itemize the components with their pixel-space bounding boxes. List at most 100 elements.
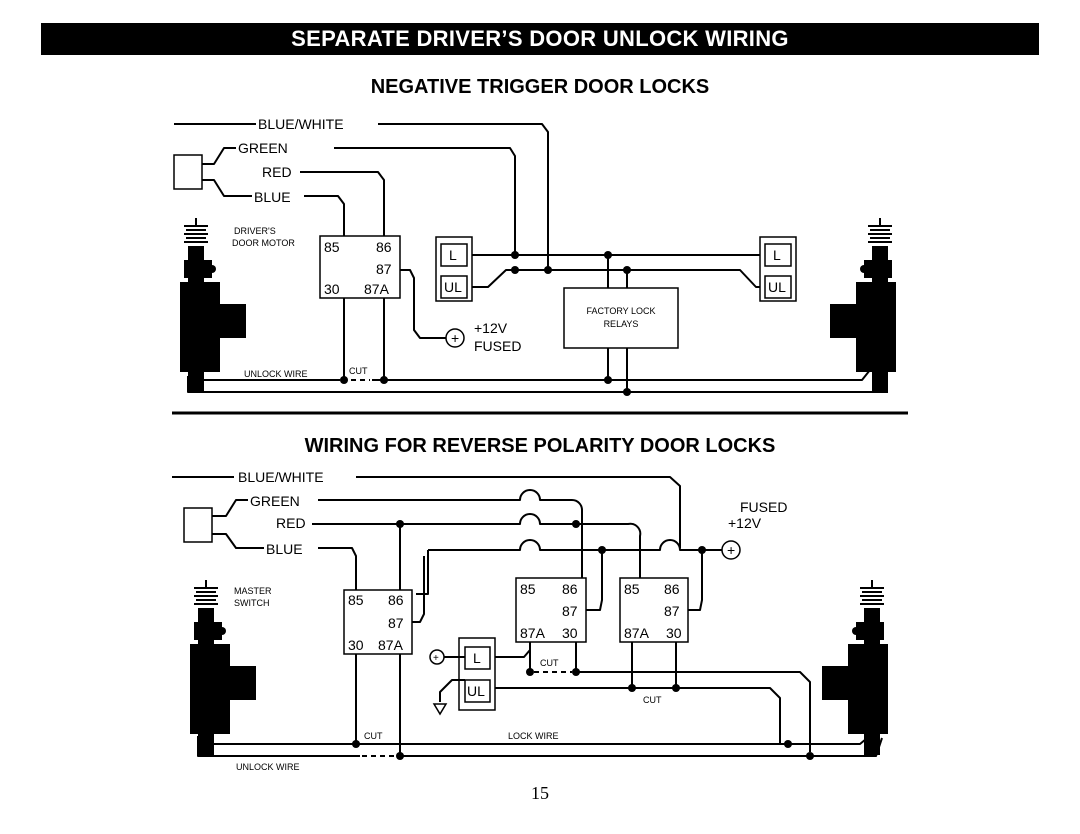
- blue-wire: [318, 547, 357, 590]
- switch-ground-wire: [439, 679, 465, 702]
- blue-wire: [304, 195, 345, 236]
- unlock-rail-left: [197, 736, 360, 757]
- wire-label-blue-white: BLUE/WHITE: [258, 116, 344, 132]
- switch-l-wire: [495, 642, 531, 658]
- harness-connector: [183, 507, 213, 543]
- factory-label-2: RELAYS: [604, 319, 639, 329]
- reverse-polarity-diagram: WIRING FOR REVERSE POLARITY DOOR LOCKS B…: [172, 435, 889, 772]
- wire-label-red: RED: [276, 515, 306, 531]
- harness-connector: [173, 154, 203, 190]
- relay3-pin-87a: 87A: [624, 625, 650, 641]
- relay-1: [343, 589, 413, 655]
- unlock-wire-label: UNLOCK WIRE: [244, 369, 308, 379]
- relay-pin-87: 87: [376, 261, 392, 277]
- fused-12v-label: +12V: [728, 515, 762, 531]
- power-plus: +: [451, 330, 459, 346]
- relay3-pin-85: 85: [624, 581, 640, 597]
- relay1-output-wires: [355, 654, 401, 756]
- switch-right-l: L: [773, 247, 781, 263]
- relay-pin-85: 85: [324, 239, 340, 255]
- negative-trigger-diagram: NEGATIVE TRIGGER DOOR LOCKS BLUE/WHITE G…: [173, 76, 897, 396]
- switch-right-ul: UL: [768, 279, 786, 295]
- relay3-87-wire: [688, 550, 703, 611]
- green-stub: [212, 499, 248, 517]
- unlock-rail: [372, 369, 871, 381]
- relay: [319, 235, 401, 299]
- relay3-pin-30: 30: [666, 625, 682, 641]
- switch-right-ul-box: [764, 275, 792, 299]
- switch-left-l: L: [449, 247, 457, 263]
- relay-output-wires: [343, 298, 385, 380]
- relay2-pin-85: 85: [520, 581, 536, 597]
- red-wire: [312, 513, 642, 578]
- power-source-icon: [445, 328, 465, 348]
- master-label-1: MASTER: [234, 586, 272, 596]
- junction-dot: [672, 684, 680, 692]
- relay-pin-30: 30: [324, 281, 340, 297]
- junction-dot: [340, 376, 348, 384]
- lock-rail: [187, 375, 885, 393]
- page-number: 15: [531, 783, 549, 803]
- power-bus: [428, 539, 722, 551]
- wire-label-green: GREEN: [250, 493, 300, 509]
- factory-lock-relays: [563, 287, 679, 349]
- junction-dot: [628, 684, 636, 692]
- junction-dot: [544, 266, 552, 274]
- relay1-pin-87: 87: [388, 615, 404, 631]
- relay1-pin-30: 30: [348, 637, 364, 653]
- junction-dot: [380, 376, 388, 384]
- relay1-pin-87a: 87A: [378, 637, 404, 653]
- green-wire: [318, 489, 562, 501]
- driver-motor-label-1: DRIVER'S: [234, 226, 276, 236]
- relay2-pin-30: 30: [562, 625, 578, 641]
- junction-dot: [526, 668, 534, 676]
- switch-ul: UL: [467, 683, 485, 699]
- cut-label-2: CUT: [643, 695, 662, 705]
- switch-plus: +: [433, 653, 439, 664]
- relay2-pin-86: 86: [562, 581, 578, 597]
- switch-left-l-box: [440, 243, 468, 267]
- wire-label-green: GREEN: [238, 140, 288, 156]
- wire-label-blue: BLUE: [254, 189, 291, 205]
- relay1-wires: [399, 524, 425, 623]
- negative-trigger-heading: NEGATIVE TRIGGER DOOR LOCKS: [371, 76, 710, 98]
- power-label-12v: +12V: [474, 320, 508, 336]
- relay3-pin-86: 86: [664, 581, 680, 597]
- bus-down: [416, 550, 429, 595]
- ground-icon: [432, 703, 448, 716]
- fused-power-icon: [721, 540, 741, 560]
- blue-stub: [212, 533, 264, 549]
- reverse-polarity-heading: WIRING FOR REVERSE POLARITY DOOR LOCKS: [305, 435, 776, 457]
- relay-pin-86: 86: [376, 239, 392, 255]
- relay2-87-wire: [586, 550, 603, 611]
- factory-output-wires: [607, 348, 628, 392]
- junction-dot: [623, 388, 631, 396]
- relay1-pin-85: 85: [348, 592, 364, 608]
- switch-ul-box: [464, 679, 491, 703]
- fused-plus: +: [727, 542, 735, 558]
- junction-dot: [784, 740, 792, 748]
- relay-3: [619, 577, 689, 643]
- junction-dot: [806, 752, 814, 760]
- relay2-out-wire: [576, 671, 811, 752]
- lock-rail: [205, 732, 873, 745]
- page-title: SEPARATE DRIVER’S DOOR UNLOCK WIRING: [41, 23, 1039, 55]
- switch-right-l-box: [764, 243, 792, 267]
- relay1-pin-86: 86: [388, 592, 404, 608]
- power-label-fused: FUSED: [474, 338, 521, 354]
- junction-dot: [396, 752, 404, 760]
- wire-label-blue: BLUE: [266, 541, 303, 557]
- unlock-wire-label: UNLOCK WIRE: [236, 762, 300, 772]
- factory-label-1: FACTORY LOCK: [586, 306, 655, 316]
- green-wire: [334, 147, 516, 255]
- passenger-door-motor-icon: [829, 217, 897, 394]
- switch-left-ul-box: [440, 275, 468, 299]
- blue-white-wire: [378, 123, 549, 270]
- relay2-pin-87a: 87A: [520, 625, 546, 641]
- junction-dot: [352, 740, 360, 748]
- relay3-out-wires: [631, 642, 677, 688]
- lock-wire-label: LOCK WIRE: [508, 731, 559, 741]
- green-stub: [202, 147, 236, 165]
- cut-label-3: CUT: [364, 731, 383, 741]
